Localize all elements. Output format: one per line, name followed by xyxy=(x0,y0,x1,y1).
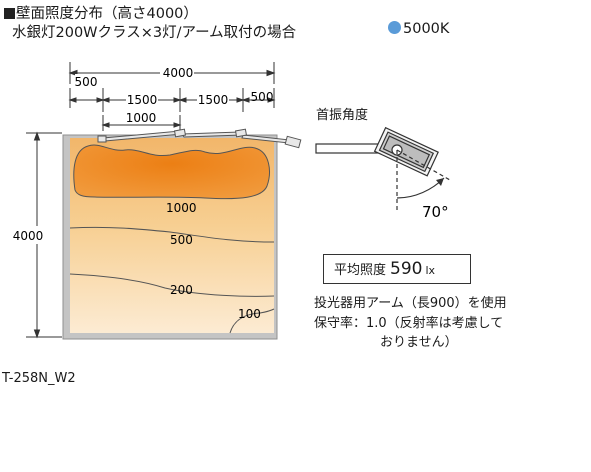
contour-200 xyxy=(69,273,275,297)
tilt-angle-illustration xyxy=(315,126,451,212)
angle-arrow-icon xyxy=(436,178,444,186)
average-illuminance-unit: lx xyxy=(425,264,436,277)
average-illuminance-value: 590 xyxy=(390,259,423,279)
dim-arm-span-label: 1000 xyxy=(126,111,157,125)
contour-label-1000: 1000 xyxy=(166,201,197,215)
contour-500 xyxy=(69,226,275,243)
average-illuminance-label: 平均照度 xyxy=(334,263,387,278)
floodlight-arms xyxy=(97,128,302,149)
note-arm: 投光器用アーム（長900）を使用 xyxy=(314,296,507,311)
tilt-angle-label: 首振角度 xyxy=(316,108,369,123)
dim-segments xyxy=(68,88,276,112)
contour-label-500: 500 xyxy=(170,233,193,247)
dim-total-width-label: 4000 xyxy=(163,66,194,80)
dim-seg-left-label: 500 xyxy=(75,75,98,89)
contour-label-200: 200 xyxy=(170,283,193,297)
dim-height xyxy=(26,131,62,339)
page-title: 壁面照度分布（高さ4000） xyxy=(4,2,198,23)
zone-1000-plus xyxy=(73,144,270,200)
contour-100 xyxy=(229,308,275,334)
note-maintenance: 保守率：1.0（反射率は考慮して xyxy=(314,316,504,331)
dim-seg-mid1-label: 1500 xyxy=(127,93,158,107)
color-dot-icon xyxy=(388,21,401,34)
dim-seg-mid2-label: 1500 xyxy=(198,93,229,107)
color-temp-legend: 5000K xyxy=(388,21,449,37)
bullet-square-icon xyxy=(4,8,15,19)
tilt-angle-value: 70° xyxy=(422,203,449,221)
page-subtitle: 水銀灯200Wクラス×3灯/アーム取付の場合 xyxy=(12,25,297,41)
note-maintenance-cont: おりません） xyxy=(380,335,458,350)
dim-height-label: 4000 xyxy=(13,229,44,243)
legend-label: 5000K xyxy=(403,21,450,37)
contour-label-100: 100 xyxy=(238,307,261,321)
model-code: T-258N_W2 xyxy=(2,371,76,386)
dim-seg-right-label: 500 xyxy=(251,90,274,104)
